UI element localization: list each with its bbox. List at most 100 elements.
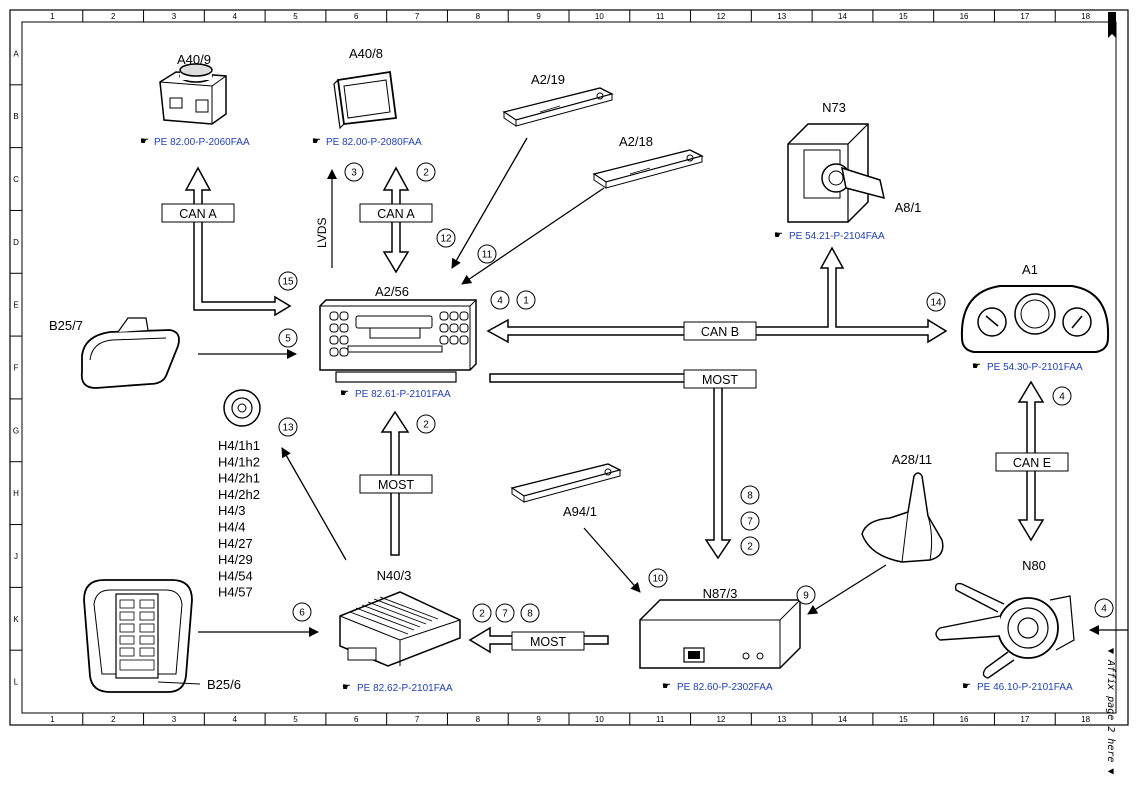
ref-n40-3[interactable]: ☛PE 82.62-P-2101FAA <box>342 682 453 694</box>
callout-9: 9 <box>796 585 816 605</box>
grid-col-label: 14 <box>838 715 847 724</box>
book-icon: ☛ <box>140 136 149 147</box>
label-b25-6: B25/6 <box>207 677 241 692</box>
label-n80: N80 <box>1022 558 1046 573</box>
svg-text:2: 2 <box>423 168 429 179</box>
callout-11: 11 <box>477 244 497 264</box>
svg-text:PE 82.00-P-2060FAA: PE 82.00-P-2060FAA <box>154 137 250 148</box>
n73-ignition-switch-icon <box>787 123 885 223</box>
label-n40-3: N40/3 <box>377 568 412 583</box>
speaker-label: H4/54 <box>218 568 253 583</box>
callout-8: 8 <box>520 603 540 623</box>
most-center-label: MOST <box>359 474 433 494</box>
label-a2-56: A2/56 <box>375 284 409 299</box>
svg-text:6: 6 <box>299 608 305 619</box>
svg-text:CAN A: CAN A <box>377 207 415 221</box>
label-a40-9: A40/9 <box>177 52 211 67</box>
grid-col-label: 2 <box>111 12 116 21</box>
grid-col-label: 14 <box>838 12 847 21</box>
book-icon: ☛ <box>342 682 351 693</box>
grid-row-label: A <box>13 49 19 58</box>
book-icon: ☛ <box>962 681 971 692</box>
callout-4: 4 <box>1094 598 1114 618</box>
grid-row-label: J <box>14 552 18 561</box>
svg-text:MOST: MOST <box>530 635 566 649</box>
callout-12: 12 <box>436 228 456 248</box>
grid-col-label: 10 <box>595 12 604 21</box>
grid-col-label: 12 <box>716 715 725 724</box>
grid-col-label: 17 <box>1020 12 1029 21</box>
grid-row-label: G <box>13 426 19 435</box>
affix-note: ▼ Affix page 2 here ▼ <box>1105 648 1116 774</box>
svg-text:PE 54.30-P-2101FAA: PE 54.30-P-2101FAA <box>987 362 1083 373</box>
svg-text:MOST: MOST <box>702 373 738 387</box>
speaker-label: H4/4 <box>218 520 245 535</box>
svg-text:4: 4 <box>1059 392 1065 403</box>
grid-row-label: B <box>13 112 18 121</box>
callout-15: 15 <box>278 271 298 291</box>
grid-col-label: 18 <box>1081 12 1090 21</box>
svg-text:9: 9 <box>803 591 809 602</box>
svg-text:8: 8 <box>527 609 533 620</box>
svg-text:4: 4 <box>497 296 503 307</box>
a1-instrument-cluster-icon <box>960 285 1110 353</box>
callout-8: 8 <box>740 485 760 505</box>
ref-a40-8[interactable]: ☛PE 82.00-P-2080FAA <box>312 136 422 148</box>
speaker-label: H4/29 <box>218 552 253 567</box>
callout-6: 6 <box>292 602 312 622</box>
can-a-left-connector <box>184 166 292 317</box>
svg-text:4: 4 <box>1101 604 1107 615</box>
svg-text:2: 2 <box>423 420 429 431</box>
speaker-label: H4/1h1 <box>218 438 260 453</box>
grid-col-label: 5 <box>293 715 298 724</box>
book-icon: ☛ <box>774 230 783 241</box>
svg-text:PE 82.00-P-2080FAA: PE 82.00-P-2080FAA <box>326 137 422 148</box>
ref-a1[interactable]: ☛PE 54.30-P-2101FAA <box>972 361 1083 373</box>
svg-text:PE 54.21-P-2104FAA: PE 54.21-P-2104FAA <box>789 231 885 242</box>
callout-1: 1 <box>516 290 536 310</box>
speaker-icon <box>223 389 261 427</box>
label-a2-19: A2/19 <box>531 72 565 87</box>
svg-text:1: 1 <box>523 296 529 307</box>
ref-n80[interactable]: ☛ PE 46.10-P-2101FAA <box>962 681 1073 693</box>
svg-text:PE 46.10-P-2101FAA: PE 46.10-P-2101FAA <box>977 682 1073 693</box>
most-right-label: MOST <box>683 369 757 389</box>
can-a-right-label: CAN A <box>359 203 433 223</box>
label-n87-3: N87/3 <box>703 586 738 601</box>
grid-col-label: 13 <box>777 715 786 724</box>
svg-text:10: 10 <box>652 574 664 585</box>
svg-text:13: 13 <box>282 423 294 434</box>
ref-n87-3[interactable]: ☛PE 82.60-P-2302FAA <box>662 681 773 693</box>
book-icon: ☛ <box>662 681 671 692</box>
grid-col-label: 4 <box>232 12 237 21</box>
callout-13: 13 <box>278 417 298 437</box>
ref-a2-56[interactable]: ☛PE 82.61-P-2101FAA <box>340 388 451 400</box>
can-b-label: CAN B <box>683 321 757 341</box>
grid-col-label: 16 <box>960 12 969 21</box>
callout-4: 4 <box>490 290 510 310</box>
svg-text:15: 15 <box>282 277 294 288</box>
most-bottom-label: MOST <box>511 631 585 651</box>
label-a28-11: A28/11 <box>892 452 932 467</box>
speaker-label: H4/3 <box>218 503 245 518</box>
grid-col-label: 1 <box>50 12 55 21</box>
ref-n73[interactable]: ☛ PE 54.21-P-2104FAA <box>774 230 885 242</box>
grid-col-label: 15 <box>899 12 908 21</box>
label-n73: N73 <box>822 100 846 115</box>
corner-emblem-icon <box>1108 12 1116 38</box>
book-icon: ☛ <box>340 388 349 399</box>
svg-text:7: 7 <box>502 609 508 620</box>
callout-2: 2 <box>416 162 436 182</box>
svg-text:5: 5 <box>285 334 291 345</box>
ref-a40-9[interactable]: ☛ PE 82.00-P-2060FAA <box>140 136 250 148</box>
a2-19-module-icon <box>502 87 614 127</box>
grid-col-label: 11 <box>656 715 665 724</box>
speaker-label: H4/2h2 <box>218 487 260 502</box>
label-a94-1: A94/1 <box>563 504 597 519</box>
most-right-connector <box>489 373 732 560</box>
speaker-label: H4/57 <box>218 585 253 600</box>
svg-text:CAN E: CAN E <box>1013 456 1051 470</box>
label-a40-8: A40/8 <box>349 46 383 61</box>
